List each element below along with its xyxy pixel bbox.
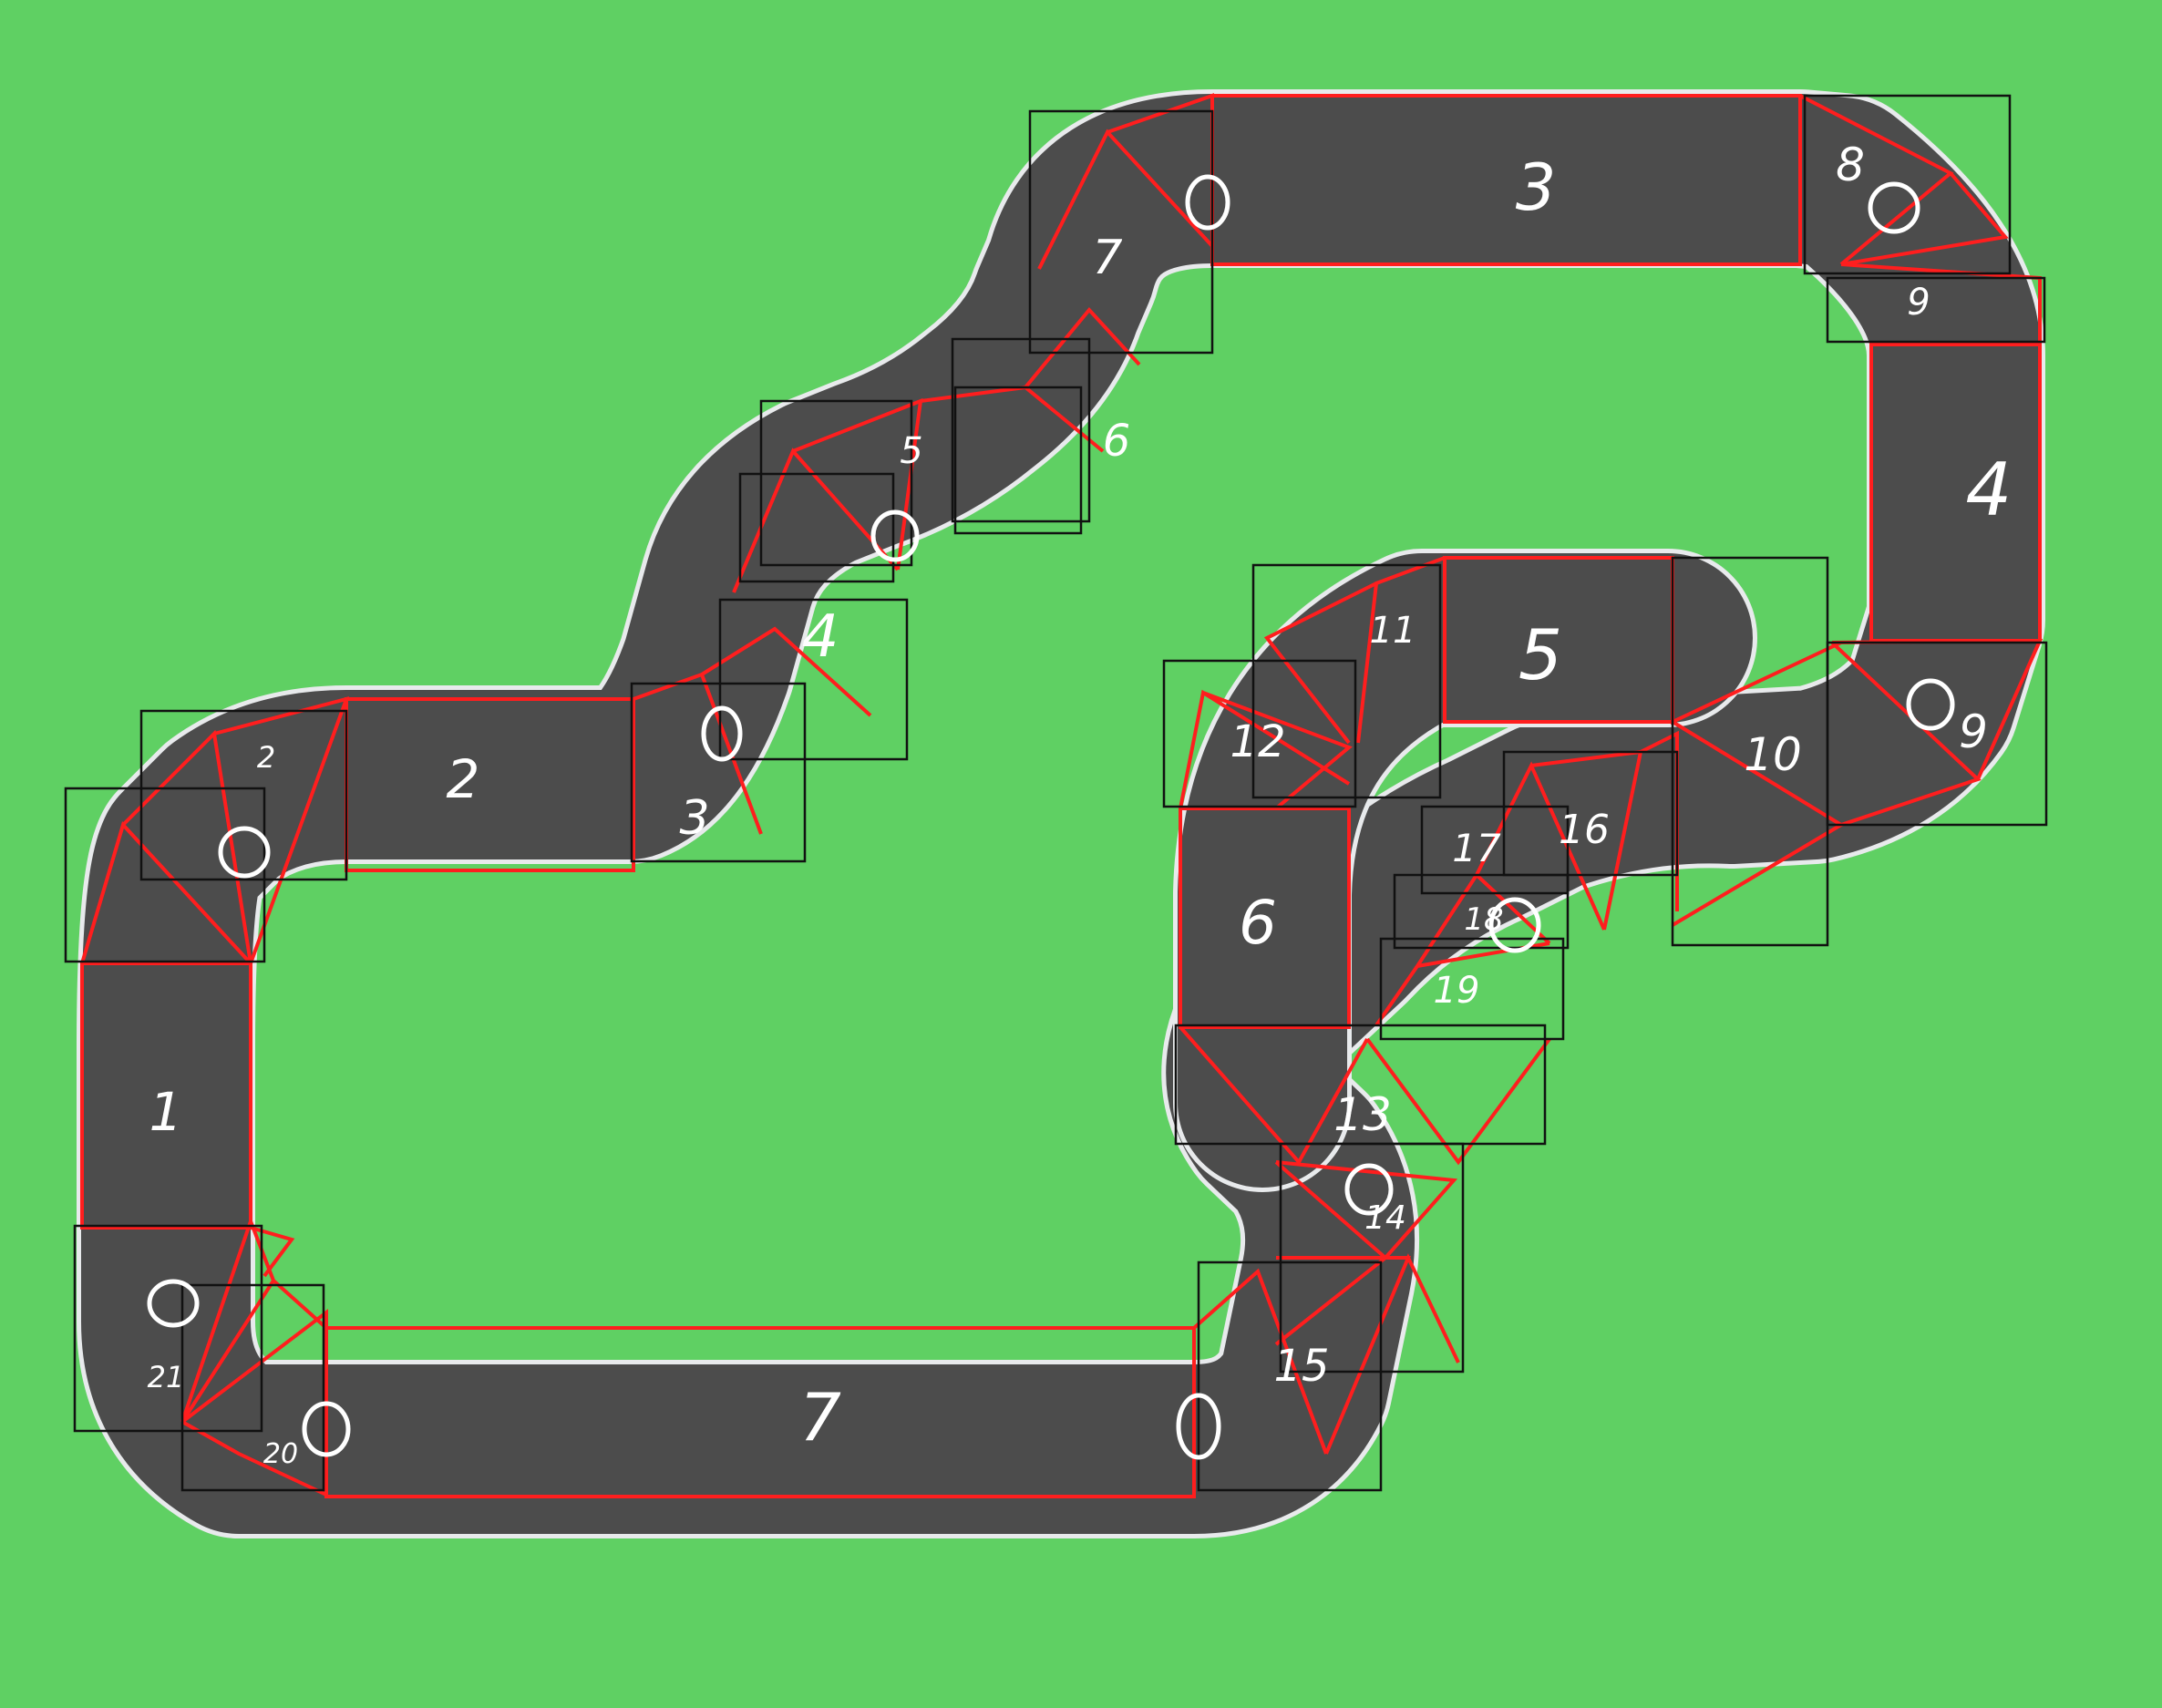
straight-label-5: 5 xyxy=(1519,614,1562,695)
circle-marker-icon xyxy=(1868,181,1920,234)
straight-label-2: 2 xyxy=(447,748,480,810)
markers xyxy=(147,174,1955,1460)
sketch-box xyxy=(630,682,807,863)
sketch-box xyxy=(180,1283,325,1492)
sketch-box xyxy=(718,598,909,761)
corner-label-19: 19 xyxy=(1434,970,1480,1012)
sketch-box xyxy=(73,1224,263,1433)
segment-straight-1 xyxy=(80,962,252,1230)
circle-marker-icon xyxy=(1906,678,1955,731)
circle-marker-icon xyxy=(701,705,743,762)
corner-label-15: 15 xyxy=(1273,1341,1329,1392)
corner-label-7: 7 xyxy=(1092,231,1122,285)
sketch-box xyxy=(64,787,266,963)
sketch-box xyxy=(1379,937,1565,1041)
sketch-box xyxy=(139,709,348,881)
sketch-box xyxy=(738,472,895,583)
sketch-box xyxy=(1803,94,2012,275)
corner-label-2: 2 xyxy=(257,740,275,775)
straight-label-4: 4 xyxy=(1966,448,2013,532)
sketch-box xyxy=(951,337,1091,523)
corner-label-11: 11 xyxy=(1370,610,1416,652)
circle-marker-icon xyxy=(218,826,271,879)
sketch-box xyxy=(1393,873,1570,950)
sketch-boxes xyxy=(64,94,2048,1492)
circle-marker-icon xyxy=(1344,1163,1394,1216)
sketch-box xyxy=(1502,750,1679,877)
circle-marker-icon xyxy=(302,1401,351,1457)
corner-label-16: 16 xyxy=(1559,807,1610,853)
sketch-box xyxy=(1420,805,1570,895)
track-surface xyxy=(77,89,2045,1538)
sketch-box xyxy=(1162,659,1357,808)
corner-label-10: 10 xyxy=(1744,728,1802,781)
corner-label-13: 13 xyxy=(1333,1088,1392,1141)
corner-label-21: 21 xyxy=(148,1360,185,1394)
labels: 1 2 3 4 5 6 7 2 3 4 5 6 7 8 9 9 10 11 12… xyxy=(148,139,2013,1470)
corner-label-8: 8 xyxy=(1836,139,1865,191)
circle-marker-icon xyxy=(1185,174,1230,231)
corner-label-14: 14 xyxy=(1364,1199,1406,1237)
segment-straight-6 xyxy=(1179,807,1351,1029)
circle-marker-icon xyxy=(1488,897,1541,953)
corner-label-9b: 9 xyxy=(1959,705,1988,758)
straight-label-7: 7 xyxy=(799,1379,841,1456)
circle-marker-icon xyxy=(1176,1393,1221,1460)
circle-marker-icon xyxy=(870,509,920,562)
corner-label-18: 18 xyxy=(1464,901,1503,938)
straight-label-6: 6 xyxy=(1239,888,1277,958)
straight-label-3: 3 xyxy=(1516,150,1557,225)
corner-label-17: 17 xyxy=(1452,826,1501,870)
track-asphalt xyxy=(81,94,2041,1534)
sketch-box xyxy=(1279,1142,1465,1374)
corner-label-4: 4 xyxy=(802,603,839,671)
corner-label-20: 20 xyxy=(263,1438,298,1470)
circle-marker-icon xyxy=(147,1279,200,1328)
sketch-box xyxy=(1028,109,1214,355)
corner-label-3: 3 xyxy=(679,791,709,846)
sketch-box xyxy=(759,399,913,567)
sketch-box xyxy=(1197,1260,1383,1492)
corner-label-6: 6 xyxy=(1103,416,1131,467)
corner-label-5: 5 xyxy=(900,430,922,472)
sketch-box xyxy=(953,386,1083,535)
corner-label-9a: 9 xyxy=(1907,282,1930,324)
sketch-box xyxy=(1251,563,1442,799)
corner-label-12: 12 xyxy=(1230,716,1285,767)
straight-label-1: 1 xyxy=(149,1081,183,1143)
sketch-box xyxy=(1826,276,2046,344)
